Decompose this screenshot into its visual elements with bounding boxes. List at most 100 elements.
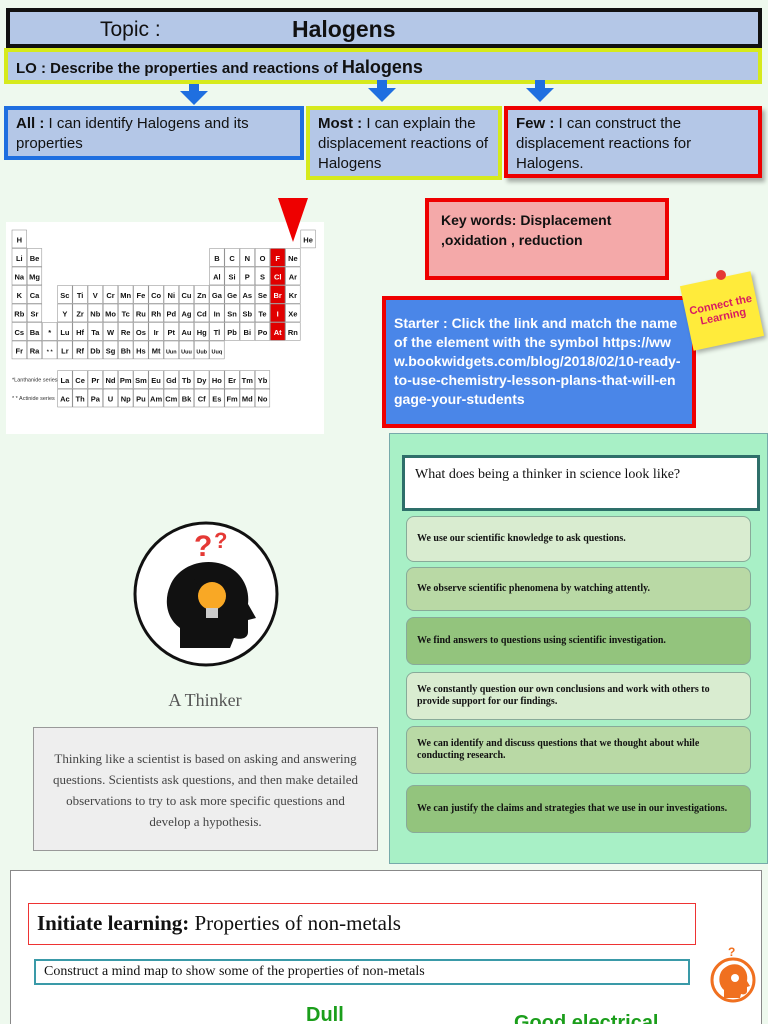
svg-text:Ce: Ce: [75, 376, 85, 385]
outcome-few: Few : I can construct the displacement r…: [504, 106, 762, 178]
element-cell: No: [254, 388, 271, 408]
svg-text:Sr: Sr: [31, 310, 39, 319]
svg-text:Er: Er: [228, 376, 236, 385]
element-cell: Sc: [57, 285, 73, 304]
element-cell: Ti: [72, 285, 88, 304]
svg-text:Pr: Pr: [91, 376, 99, 385]
svg-text:Bi: Bi: [244, 328, 252, 337]
key-words-box: Key words: Displacement ,oxidation , red…: [425, 198, 669, 280]
svg-text:At: At: [274, 328, 282, 337]
thinker-question: What does being a thinker in science loo…: [402, 455, 760, 511]
element-cell: Ta: [87, 322, 103, 341]
svg-text:Tb: Tb: [182, 376, 192, 385]
svg-text:As: As: [243, 291, 253, 300]
element-cell: *: [42, 322, 58, 341]
svg-text:Fr: Fr: [16, 347, 24, 356]
starter-text[interactable]: Starter : Click the link and match the n…: [394, 315, 681, 407]
element-cell: Uuq: [209, 340, 225, 360]
mind-map-dull: Dull: [306, 1004, 344, 1024]
svg-text:Te: Te: [258, 310, 266, 319]
svg-text:Ra: Ra: [30, 347, 40, 356]
svg-text:Hg: Hg: [197, 328, 207, 337]
thinker-item-text: We find answers to questions using scien…: [417, 635, 666, 646]
thinker-head-icon: ? ?: [133, 521, 279, 667]
svg-text:Pd: Pd: [167, 310, 177, 319]
element-cell: Hg: [194, 322, 210, 341]
thinker-item: We can justify the claims and strategies…: [406, 785, 751, 833]
svg-text:Ti: Ti: [77, 291, 84, 300]
arrow-down-few-icon: [526, 88, 554, 102]
element-cell: Cl: [270, 266, 286, 286]
svg-text:La: La: [61, 376, 71, 385]
svg-text:Au: Au: [182, 328, 192, 337]
element-cell: Bh: [118, 340, 134, 360]
element-cell: N: [239, 248, 255, 267]
element-cell: Sn: [224, 303, 240, 323]
svg-text:Dy: Dy: [197, 376, 207, 385]
svg-text:Np: Np: [121, 395, 131, 404]
initiate-label: Initiate learning:: [37, 911, 190, 935]
svg-text:Kr: Kr: [289, 291, 297, 300]
svg-text:Se: Se: [258, 291, 267, 300]
element-cell: Zn: [194, 285, 210, 304]
svg-text:He: He: [303, 236, 313, 245]
svg-text:Rf: Rf: [76, 347, 84, 356]
svg-text:V: V: [93, 291, 98, 300]
svg-text:W: W: [107, 328, 115, 337]
element-cell: Ni: [163, 285, 179, 304]
svg-text:Th: Th: [76, 395, 86, 404]
element-cell: Uub: [194, 340, 210, 360]
thinker-item: We can identify and discuss questions th…: [406, 726, 751, 774]
element-cell: K: [11, 285, 27, 304]
element-cell: Cu: [178, 285, 195, 304]
element-cell: H: [11, 229, 27, 249]
element-cell: Yb: [254, 370, 271, 389]
svg-text:Al: Al: [213, 273, 221, 282]
svg-text:Lr: Lr: [61, 347, 69, 356]
element-cell: Rn: [285, 322, 301, 341]
svg-text:Rh: Rh: [151, 310, 161, 319]
svg-text:Uun: Uun: [166, 350, 177, 356]
thinker-item: We constantly question our own conclusio…: [406, 672, 751, 720]
svg-text:*: *: [48, 328, 51, 337]
svg-text:Lu: Lu: [60, 328, 70, 337]
element-cell: U: [102, 388, 119, 408]
svg-text:Ar: Ar: [289, 273, 297, 282]
element-cell: Md: [239, 388, 255, 408]
svg-text:Na: Na: [15, 273, 25, 282]
svg-text:Cl: Cl: [274, 273, 282, 282]
element-cell: Sm: [133, 370, 149, 389]
element-cell: Mn: [118, 285, 134, 304]
svg-text:Ne: Ne: [288, 254, 298, 263]
svg-text:Si: Si: [229, 273, 236, 282]
starter-box[interactable]: Starter : Click the link and match the n…: [382, 296, 696, 428]
element-cell: Lr: [57, 340, 73, 360]
element-cell: P: [239, 266, 255, 286]
svg-text:Cr: Cr: [106, 291, 114, 300]
svg-text:Bh: Bh: [121, 347, 131, 356]
arrow-stem-all: [189, 84, 199, 92]
svg-text:Ru: Ru: [136, 310, 146, 319]
element-cell: B: [209, 248, 225, 267]
element-cell: Pr: [87, 370, 103, 389]
thinker-item-text: We use our scientific knowledge to ask q…: [417, 533, 626, 544]
element-cell: Si: [224, 266, 240, 286]
svg-text:Mn: Mn: [120, 291, 131, 300]
learning-objective: LO : Describe the properties and reactio…: [4, 48, 762, 84]
element-cell: Db: [87, 340, 103, 360]
most-label: Most :: [318, 115, 363, 132]
element-cell: Tl: [209, 322, 225, 341]
series-label: *Lanthanide series: [12, 378, 58, 384]
element-cell: Be: [26, 248, 43, 267]
element-cell: Pt: [163, 322, 179, 341]
element-cell: Fm: [224, 388, 240, 408]
element-cell: Hf: [72, 322, 88, 341]
element-cell: Cs: [11, 322, 27, 341]
sticky-note-text: Connect the Learning: [688, 292, 754, 328]
svg-text:Tc: Tc: [122, 310, 130, 319]
element-cell: Dy: [194, 370, 210, 389]
element-cell: Ac: [57, 388, 73, 408]
svg-text:Hf: Hf: [76, 328, 84, 337]
svg-text:Hs: Hs: [136, 347, 146, 356]
